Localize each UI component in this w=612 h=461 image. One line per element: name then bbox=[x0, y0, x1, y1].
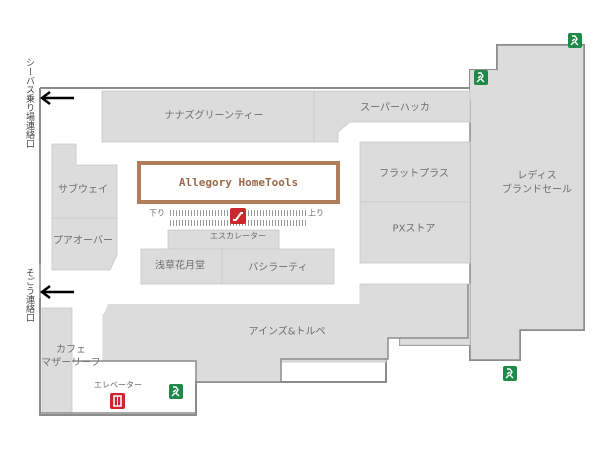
store-label-vasilarity[interactable]: バシラーティ bbox=[248, 262, 308, 274]
store-super-hakka bbox=[313, 90, 471, 143]
emergency-exit-icon bbox=[568, 33, 582, 48]
escalator-label: エスカレーター bbox=[210, 231, 266, 241]
escalator-up-label: 上り bbox=[308, 208, 324, 218]
store-nanazu bbox=[101, 90, 315, 143]
highlighted-store-allegory-hometools[interactable]: Allegory HomeTools bbox=[137, 161, 340, 204]
store-label-flat-plus[interactable]: フラットプラス bbox=[379, 168, 449, 180]
seabus-connection-label: シーバス乗り場連絡口 bbox=[24, 58, 34, 148]
sogo-connection-label: そごう連絡口 bbox=[24, 268, 34, 322]
highlighted-store-label: Allegory HomeTools bbox=[178, 176, 299, 189]
store-label-cafe-line2[interactable]: マザーリーフ bbox=[41, 357, 101, 369]
store-label-puaover[interactable]: プアオーバー bbox=[53, 235, 113, 247]
emergency-exit-icon bbox=[169, 384, 183, 399]
store-label-super-hakka[interactable]: スーパーハッカ bbox=[360, 102, 430, 114]
store-label-nanazu[interactable]: ナナズグリーンティー bbox=[164, 110, 264, 122]
store-label-ains-tolpe[interactable]: アインズ&トルペ bbox=[248, 326, 326, 338]
elevator-label: エレベーター bbox=[94, 380, 142, 390]
escalator-down-label: 下り bbox=[149, 208, 165, 218]
store-label-ladies-line1[interactable]: レディス bbox=[517, 170, 557, 182]
store-label-asakusa-kagetsudo[interactable]: 浅草花月堂 bbox=[155, 260, 205, 272]
store-label-cafe-line1[interactable]: カフェ bbox=[56, 344, 86, 356]
elevator-icon bbox=[110, 393, 125, 409]
escalator-icon bbox=[230, 208, 246, 224]
store-label-px-store[interactable]: PXストア bbox=[392, 223, 436, 235]
store-label-subway[interactable]: サブウェイ bbox=[58, 184, 108, 196]
arrow-left-icon bbox=[39, 285, 74, 299]
emergency-exit-icon bbox=[503, 366, 517, 381]
store-label-ladies-line2[interactable]: ブランドセール bbox=[502, 184, 572, 196]
arrow-left-icon bbox=[39, 91, 74, 105]
emergency-exit-icon bbox=[474, 70, 488, 85]
